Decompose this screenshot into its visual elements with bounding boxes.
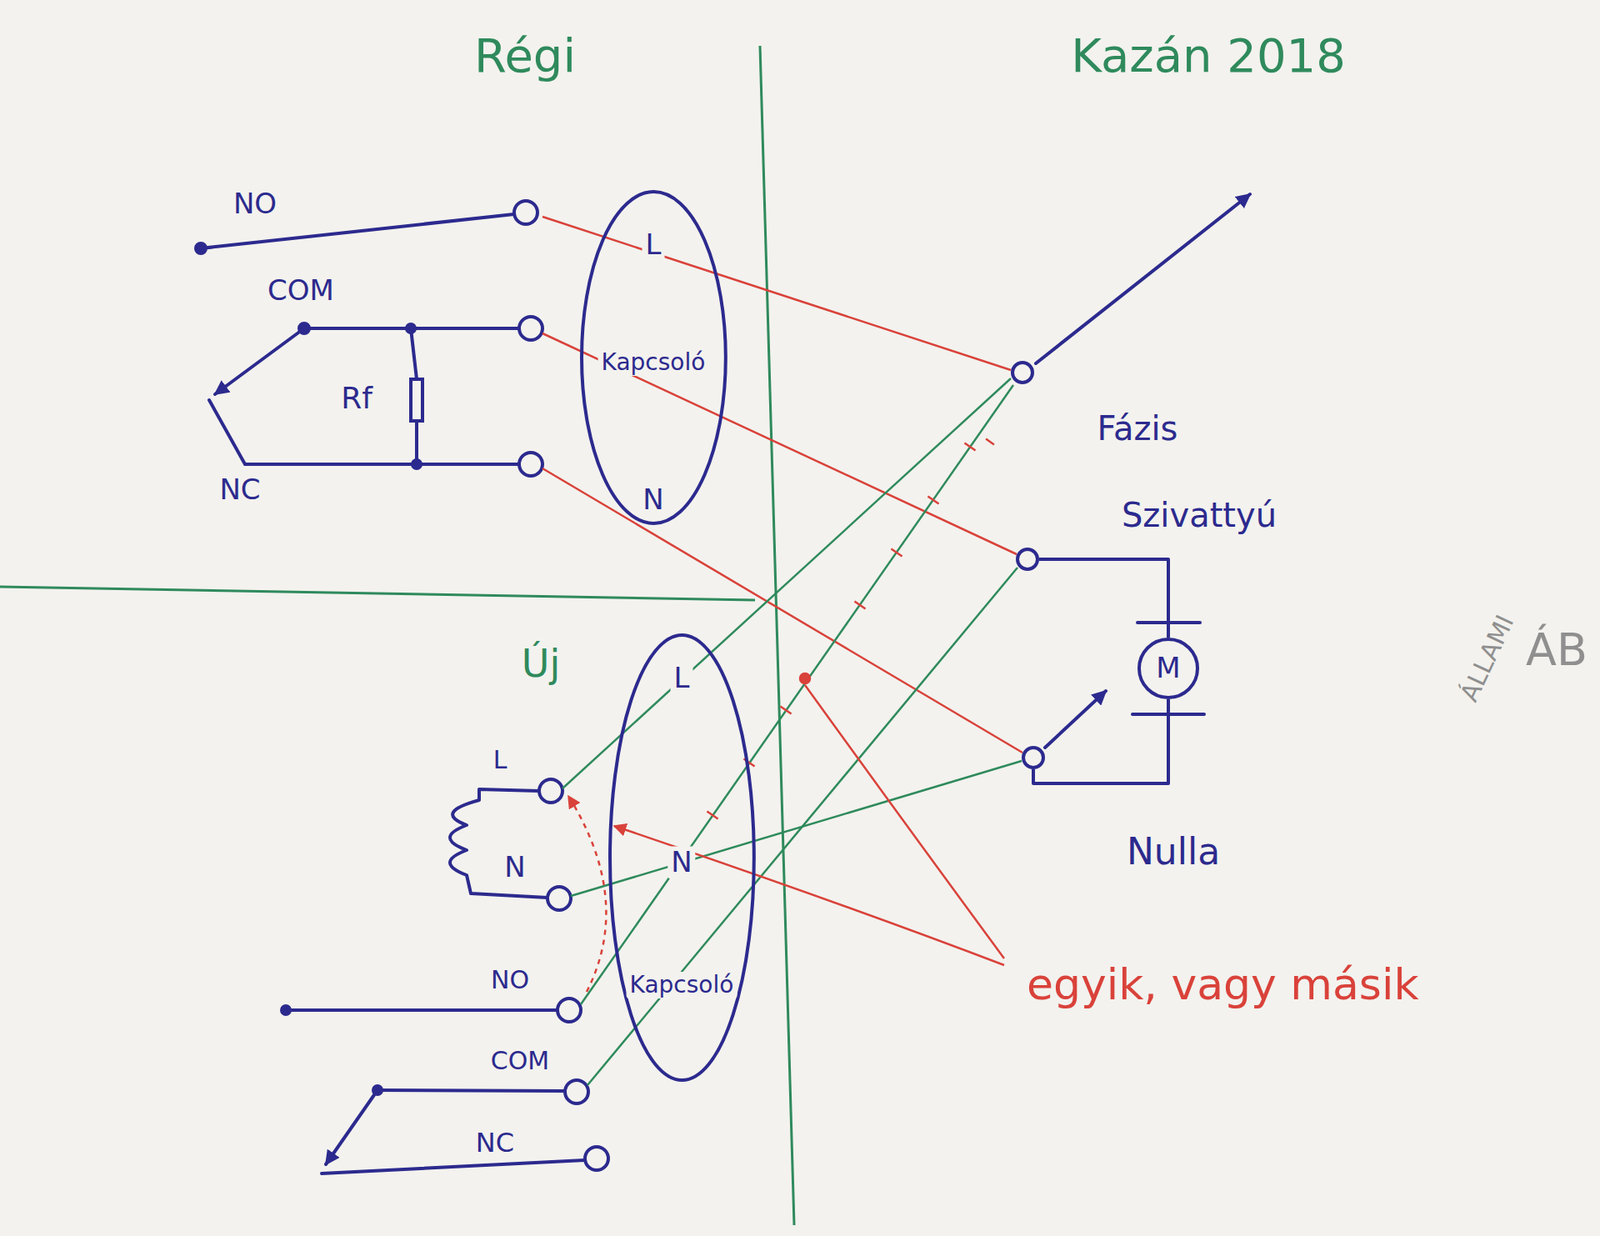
resistor-symbol [415, 420, 419, 465]
old-wire [542, 216, 1011, 370]
new-thermostat-switch [565, 1080, 589, 1104]
terminal-label: Fázis [1094, 409, 1182, 448]
connector-block: L KapcsolóN [579, 189, 729, 526]
heater-symbol [539, 779, 563, 803]
crossed-out-marks [964, 442, 975, 450]
crossed-out-marks [890, 548, 902, 556]
crossed-out-marks [670, 439, 994, 872]
old-thermostat-switch [514, 200, 538, 225]
pin-name: NO [487, 965, 533, 995]
oval-outline [581, 191, 726, 524]
old-thermostat-switch [195, 243, 206, 254]
pin-name: N [500, 850, 529, 884]
resistor-symbol [412, 460, 421, 469]
boiler-terminal: Fázis [1010, 360, 1035, 385]
section-title: Kazán 2018 [1067, 29, 1350, 83]
heater-symbol [450, 789, 548, 898]
resistor-label: Rf [337, 380, 376, 415]
section-title: Új [518, 641, 564, 686]
watermark: ÁB [1522, 624, 1591, 676]
motor-symbol: M [1137, 637, 1200, 700]
heater-symbol [450, 779, 571, 910]
boiler-symbols [1035, 194, 1250, 748]
pin-name: L [490, 745, 511, 775]
connector-label: L [642, 228, 665, 261]
section-divider [0, 45, 795, 1225]
crossed-out-marks [985, 439, 995, 445]
connector-label: N [639, 483, 667, 516]
crossed-out-marks [706, 810, 718, 819]
terminal-label: Nulla [1123, 830, 1224, 874]
crossed-out-marks [854, 600, 865, 609]
new-thermostat-switch [557, 998, 581, 1022]
old-wire [542, 216, 1023, 753]
new-wire [562, 378, 1022, 1085]
pin-name: NC [472, 1127, 518, 1159]
boiler-symbols [1045, 690, 1106, 748]
wire-connector [1033, 699, 1169, 784]
new-thermostat-switch [373, 1085, 382, 1095]
pointer-arrow [800, 673, 810, 684]
section-divider [0, 586, 755, 600]
resistor-symbol [406, 324, 423, 469]
connector-block: L N Kapcsoló [607, 632, 757, 1083]
connector-label: Kapcsoló [626, 971, 738, 999]
connector-label: N [667, 845, 695, 879]
boiler-terminal: Nulla [1021, 745, 1045, 770]
motor-label: M [1152, 651, 1184, 685]
pointer-arrow [568, 795, 606, 992]
pointer-arrow [805, 685, 1005, 959]
old-thermostat-switch [519, 452, 543, 476]
pin-name: NC [215, 473, 264, 506]
new-thermostat-switch [585, 1146, 609, 1170]
new-thermostat-switch [377, 1090, 565, 1091]
oval-outline [610, 635, 755, 1080]
pointer-arrow [568, 673, 1005, 992]
new-wire [570, 760, 1022, 896]
old-thermostat-switch [519, 316, 543, 340]
new-thermostat-switch [281, 998, 609, 1174]
section-divider [760, 45, 795, 1225]
pin-name: COM [487, 1046, 553, 1076]
pointer-arrow [614, 825, 1005, 965]
heater-symbol [547, 886, 571, 910]
boiler-terminal: Szivattyú [1015, 547, 1040, 571]
terminal-label: Szivattyú [1118, 495, 1280, 535]
new-thermostat-switch [281, 1005, 290, 1015]
resistor-symbol [406, 324, 415, 333]
boiler-symbols [1035, 194, 1250, 364]
old-wire [542, 333, 1017, 555]
wire-connector [1039, 559, 1169, 638]
old-thermostat-switch [299, 323, 310, 334]
old-thermostat-switch [215, 328, 305, 395]
crossed-out-marks [780, 705, 791, 714]
new-thermostat-switch [321, 1160, 585, 1174]
new-thermostat-switch [325, 1090, 378, 1165]
resistor-symbol [410, 379, 423, 421]
new-wire [580, 385, 1014, 1005]
connector-label: L [670, 661, 694, 695]
old-thermostat-switch [195, 200, 543, 476]
new-thermostat-switch [285, 1008, 558, 1012]
connector-label: Kapcsoló [598, 349, 710, 376]
pin-name: NO [230, 187, 280, 220]
section-title: Régi [470, 29, 580, 83]
crossed-out-marks [927, 495, 939, 504]
resistor-symbol [410, 328, 417, 380]
new-wire [562, 378, 1011, 789]
note: egyik, vagy másik [1023, 960, 1423, 1010]
old-wire [542, 468, 1023, 753]
watermark: ÁLLAMI [1453, 607, 1521, 709]
pin-name: COM [264, 274, 338, 307]
